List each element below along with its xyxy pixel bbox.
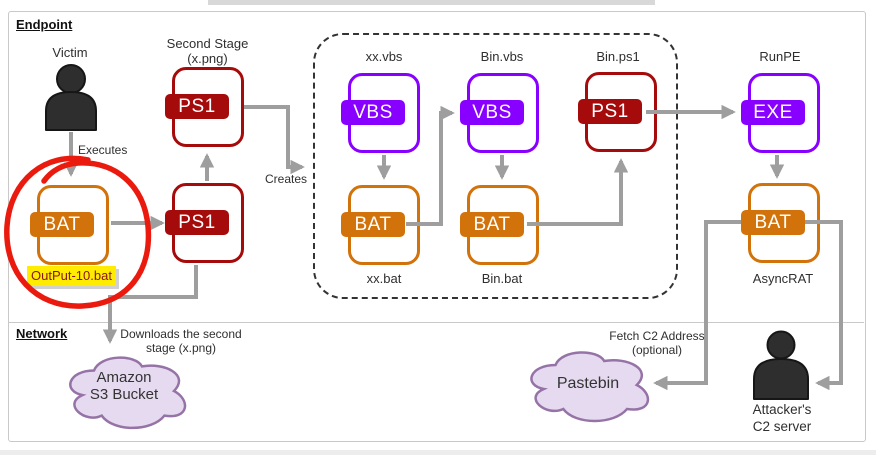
attacker-label: Attacker's C2 server <box>740 401 824 435</box>
s3-cloud-label-line1: Amazon <box>96 369 152 386</box>
bat-badge: BAT <box>460 212 524 237</box>
ps1-badge: PS1 <box>165 210 229 235</box>
endpoint-network-divider <box>9 322 864 323</box>
bat-file-icon-xx: BAT <box>341 185 420 265</box>
executes-edge-label: Executes <box>78 143 128 157</box>
ps1-file-icon-second-stage: PS1 <box>165 67 244 147</box>
bat-badge: BAT <box>741 210 805 235</box>
vbs-badge: VBS <box>460 100 524 125</box>
bin-vbs-title: Bin.vbs <box>480 49 524 64</box>
vbs-badge: VBS <box>341 100 405 125</box>
bin-bat-caption: Bin.bat <box>481 271 523 286</box>
downloads-edge-label-line1: Downloads the second <box>120 327 242 341</box>
bat-file-icon-bin: BAT <box>460 185 539 265</box>
bottom-gray-bar <box>0 450 876 455</box>
attacker-label-line2: C2 server <box>752 419 812 434</box>
xx-bat-caption: xx.bat <box>366 271 402 286</box>
fetch-c2-edge-label: Fetch C2 Address (optional) <box>594 329 720 357</box>
exe-file-icon-runpe: EXE <box>741 73 820 153</box>
exe-badge: EXE <box>741 100 805 125</box>
bin-ps1-title: Bin.ps1 <box>596 49 640 64</box>
vbs-file-icon-bin: VBS <box>460 73 539 153</box>
xx-vbs-title: xx.vbs <box>365 49 403 64</box>
s3-cloud-label: Amazon S3 Bucket <box>62 369 186 403</box>
downloads-edge-label-line2: stage (x.png) <box>145 341 217 355</box>
bat-badge: BAT <box>30 212 94 237</box>
asyncrat-caption: AsyncRAT <box>752 271 814 286</box>
obfuscation-stages-group-outline <box>313 33 678 299</box>
s3-cloud-label-line2: S3 Bucket <box>89 386 159 403</box>
ps1-badge: PS1 <box>165 94 229 119</box>
ps1-file-icon-bin: PS1 <box>578 72 657 152</box>
victim-person-icon <box>45 64 97 131</box>
victim-label: Victim <box>52 45 88 60</box>
creates-edge-label: Creates <box>264 172 308 186</box>
top-gray-bar <box>208 0 655 5</box>
endpoint-section-label: Endpoint <box>16 17 73 32</box>
ps1-badge: PS1 <box>578 99 642 124</box>
output-bat-highlight-label: OutPut-10.bat <box>27 266 116 286</box>
second-stage-title: Second Stage (x.png) <box>160 36 255 66</box>
s3-cloud-icon <box>69 356 187 429</box>
bat-file-icon-asyncrat: BAT <box>741 183 820 263</box>
pastebin-cloud-icon <box>530 351 650 423</box>
fetch-c2-edge-label-line2: (optional) <box>631 343 683 357</box>
pastebin-cloud-label: Pastebin <box>556 375 620 392</box>
downloads-edge-label: Downloads the second stage (x.png) <box>116 327 246 355</box>
vbs-file-icon-xx: VBS <box>341 73 420 153</box>
ps1-file-icon-first-stage: PS1 <box>165 183 244 263</box>
network-section-label: Network <box>16 326 68 341</box>
attacker-person-icon <box>753 330 809 400</box>
bat-file-icon-first-stage: BAT <box>30 185 109 265</box>
second-stage-title-line1: Second Stage <box>166 36 249 51</box>
attacker-label-line1: Attacker's <box>752 402 812 417</box>
fetch-c2-edge-label-line1: Fetch C2 Address <box>609 329 705 343</box>
runpe-title: RunPE <box>759 49 801 64</box>
bat-badge: BAT <box>341 212 405 237</box>
second-stage-title-line2: (x.png) <box>187 51 228 66</box>
